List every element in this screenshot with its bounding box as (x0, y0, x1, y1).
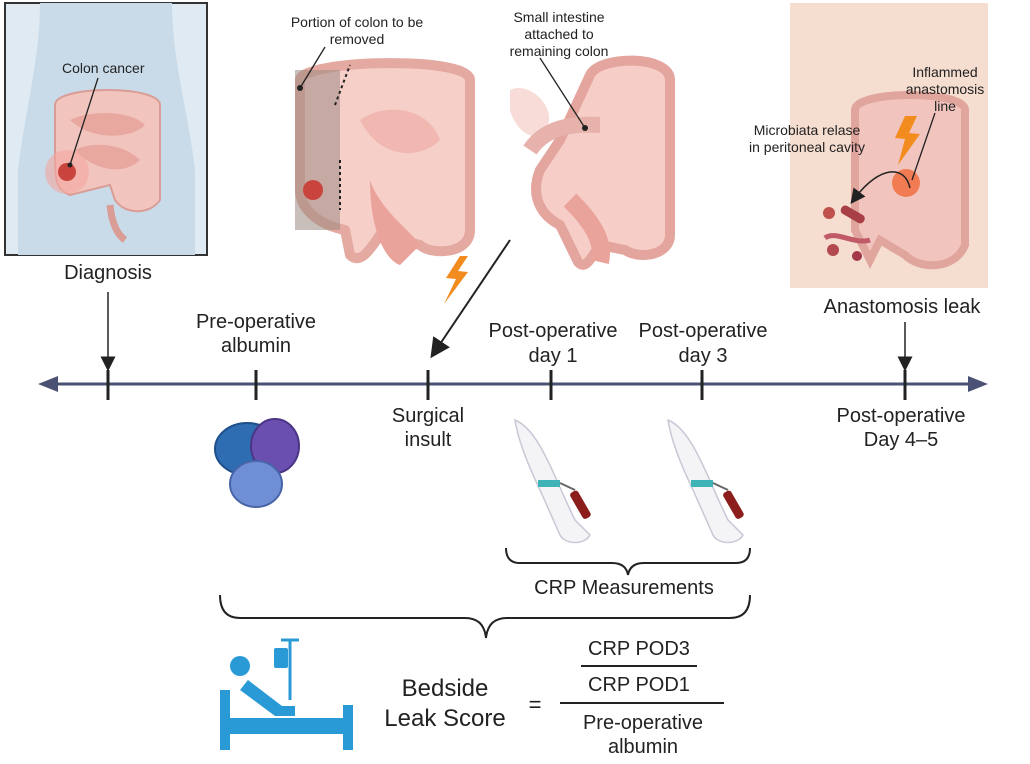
blood-draw-icon (667, 418, 744, 544)
label-pod1-1: Post-operative (488, 320, 618, 342)
formula-left-2: Leak Score (384, 705, 506, 732)
lightning-icon (895, 116, 920, 165)
formula-denominator-1: Pre-operative (582, 712, 704, 734)
leak-abdomen-icon (790, 3, 988, 288)
anastomosis-icon (510, 55, 675, 270)
colon-resection-icon (295, 58, 475, 265)
formula-numerator-top: CRP POD3 (588, 638, 690, 660)
label-pod45-1: Post-operative (836, 405, 966, 427)
formula-brace (219, 594, 751, 639)
formula-denominator-2: albumin (607, 736, 679, 758)
label-pod45-2: Day 4–5 (863, 429, 939, 451)
label-pod3-2: day 3 (678, 345, 728, 367)
abdomen-icon (4, 2, 208, 256)
lightning-icon (444, 256, 468, 304)
blood-draw-icon (514, 418, 591, 544)
label-colon-cancer: Colon cancer (62, 60, 145, 76)
label-anastomosis-leak: Anastomosis leak (823, 296, 981, 318)
tumor-icon (58, 163, 76, 181)
label-surgical-2: insult (404, 429, 452, 451)
label-preop-albumin-1: Pre-operative (195, 311, 317, 333)
label-pod3-1: Post-operative (638, 320, 768, 342)
label-crp-measurements: CRP Measurements (534, 577, 714, 599)
timeline (38, 370, 988, 400)
label-preop-albumin-2: albumin (220, 335, 292, 357)
label-inflamed-line: Inflammed anastomosis line (905, 64, 985, 114)
formula-numerator-bottom: CRP POD1 (588, 674, 690, 696)
albumin-protein-icon (214, 418, 300, 508)
crp-brace (505, 547, 751, 576)
hospital-bed-icon (220, 638, 353, 750)
label-small-intestine: Small intestine attached to remaining co… (509, 9, 609, 59)
label-surgical-1: Surgical (391, 405, 465, 427)
label-diagnosis: Diagnosis (64, 262, 152, 284)
label-pod1-2: day 1 (528, 345, 578, 367)
formula-left-1: Bedside (401, 675, 489, 702)
label-microbiata: Microbiata relase in peritoneal cavity (749, 122, 865, 155)
formula-equals: = (528, 692, 542, 717)
label-portion-removed: Portion of colon to be removed (290, 14, 424, 47)
